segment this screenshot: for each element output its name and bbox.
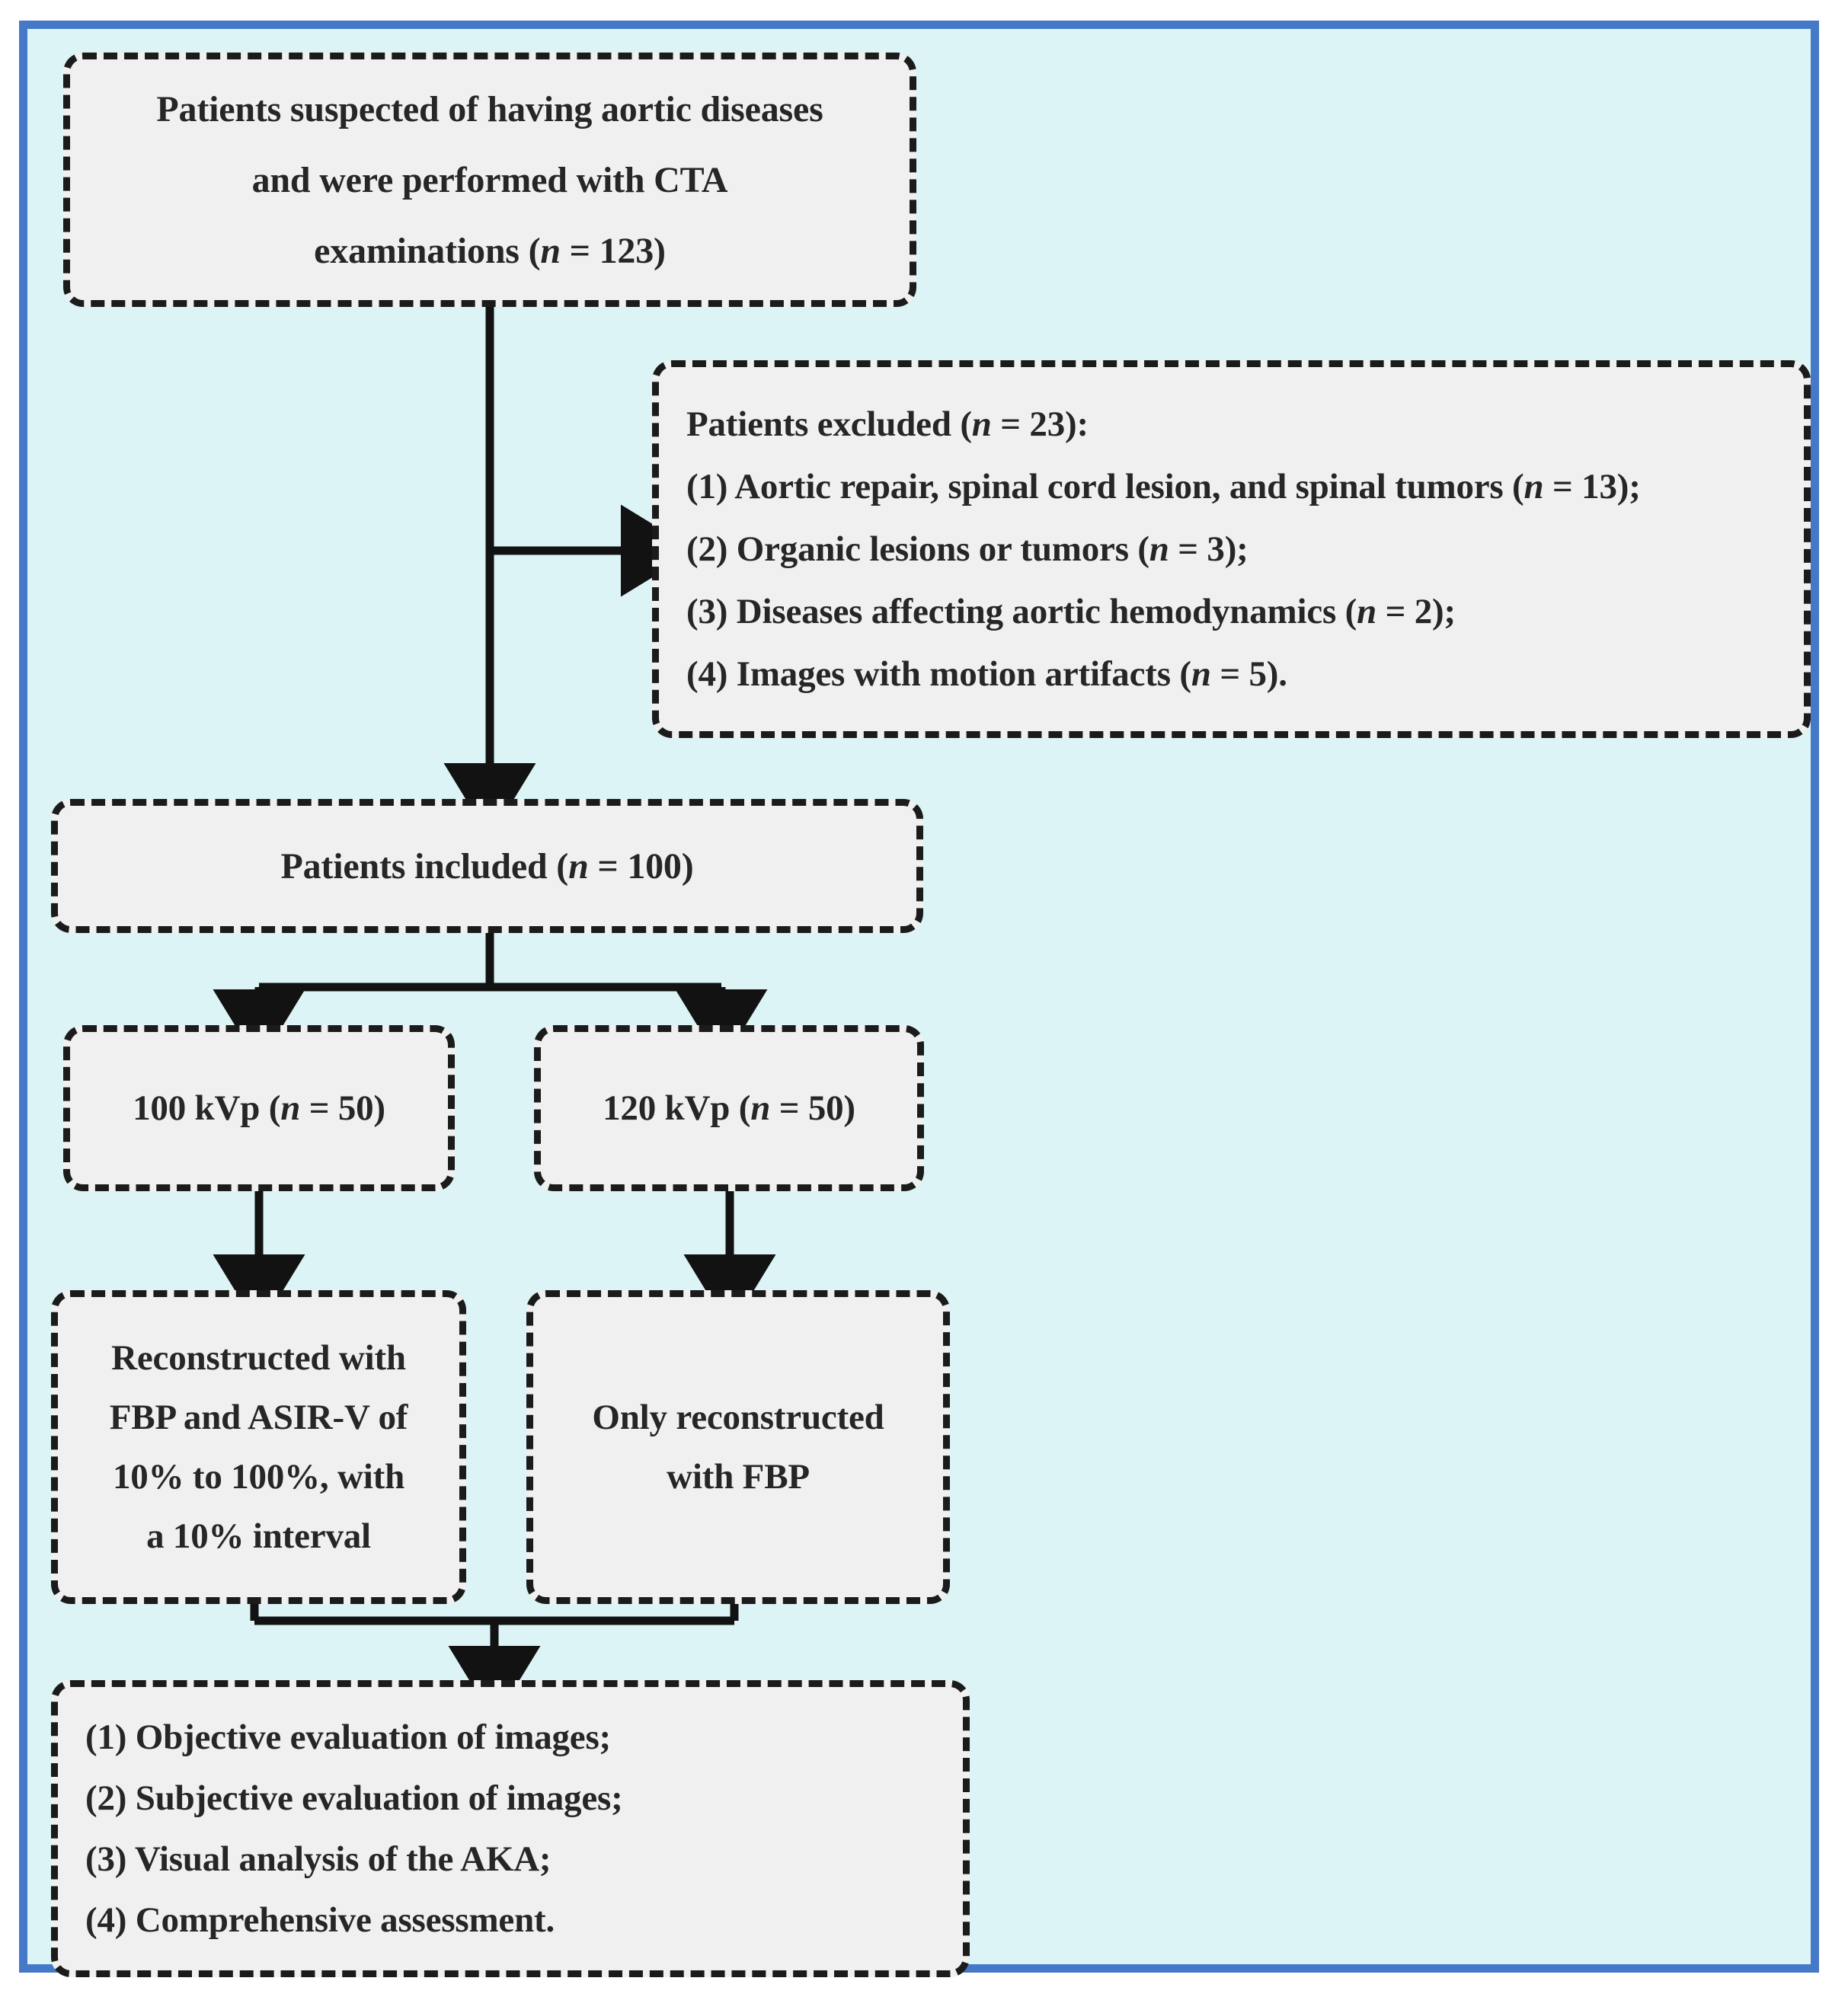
node-patients-included: Patients included (n = 100) — [51, 799, 923, 933]
node-line: Patients included (n = 100) — [280, 845, 694, 887]
figure-frame: Patients suspected of having aortic dise… — [19, 21, 1819, 1977]
node-line: (4) Images with motion artifacts (n = 5)… — [686, 654, 1287, 694]
node-reconstruction-fbp-only: Only reconstructed with FBP — [526, 1290, 950, 1604]
node-analysis-steps: (1) Objective evaluation of images; (2) … — [51, 1680, 970, 1977]
node-line: (2) Subjective evaluation of images; — [85, 1778, 623, 1818]
node-line: Patients suspected of having aortic dise… — [156, 88, 823, 129]
node-line: 10% to 100%, with — [112, 1457, 405, 1497]
node-line: a 10% interval — [146, 1516, 371, 1556]
node-line: (1) Aortic repair, spinal cord lesion, a… — [686, 467, 1641, 506]
node-line: (4) Comprehensive assessment. — [85, 1900, 555, 1940]
node-patients-excluded: Patients excluded (n = 23): (1) Aortic r… — [652, 360, 1811, 738]
edge-recons-merge-to-analysis — [250, 1604, 739, 1721]
node-reconstruction-fbp-asirv: Reconstructed with FBP and ASIR-V of 10%… — [51, 1290, 466, 1604]
edge-included-split — [213, 933, 768, 1065]
node-patients-suspected: Patients suspected of having aortic dise… — [63, 53, 916, 307]
node-line: examinations (n = 123) — [314, 230, 666, 271]
node-line: (3) Visual analysis of the AKA; — [85, 1839, 552, 1879]
node-line: 100 kVp (n = 50) — [133, 1088, 385, 1128]
connector-layer — [213, 307, 776, 1721]
node-line: Patients excluded (n = 23): — [686, 404, 1089, 444]
node-line: with FBP — [667, 1457, 810, 1497]
flowchart-canvas: Patients suspected of having aortic dise… — [27, 29, 1811, 1977]
node-line: FBP and ASIR-V of — [109, 1398, 408, 1437]
node-line: (2) Organic lesions or tumors (n = 3); — [686, 529, 1249, 569]
node-line: (3) Diseases affecting aortic hemodynami… — [686, 592, 1456, 631]
node-line: and were performed with CTA — [251, 159, 728, 200]
node-line: Reconstructed with — [111, 1338, 406, 1378]
node-protocol-120-kvp: 120 kVp (n = 50) — [534, 1025, 924, 1191]
node-line: 120 kVp (n = 50) — [603, 1088, 855, 1128]
node-line: Only reconstructed — [592, 1398, 884, 1437]
node-line: (1) Objective evaluation of images; — [85, 1717, 612, 1757]
node-protocol-100-kvp: 100 kVp (n = 50) — [63, 1025, 455, 1191]
